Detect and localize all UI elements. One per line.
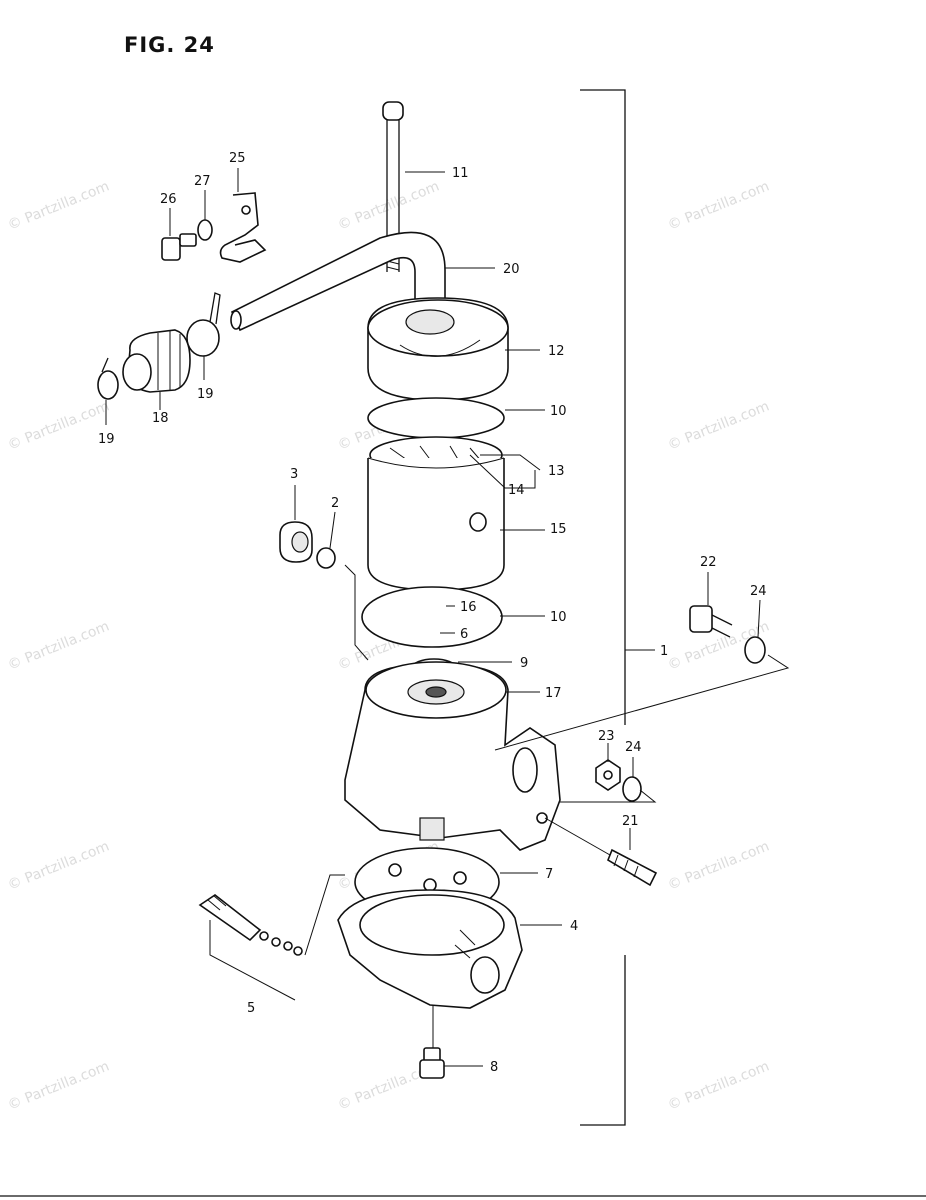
part-22-bolt: [689, 605, 733, 638]
callout-3: 3: [290, 467, 298, 482]
callout-24-upper: 24: [750, 584, 767, 599]
part-19-clamp-right: [186, 292, 221, 357]
part-17-pump-body: [344, 661, 561, 851]
part-3-plug: [279, 521, 313, 563]
callout-20: 20: [503, 262, 520, 277]
watermark: © Partzilla.com: [6, 398, 112, 453]
callout-14: 14: [508, 483, 525, 498]
part-4-pump-base: [337, 889, 523, 1009]
callout-26: 26: [160, 192, 177, 207]
callout-27: 27: [194, 174, 211, 189]
part-24-washer-upper: [744, 636, 766, 664]
callout-10-lower: 10: [550, 610, 567, 625]
watermark: © Partzilla.com: [666, 1058, 772, 1113]
callout-22: 22: [700, 555, 717, 570]
watermark: © Partzilla.com: [6, 1058, 112, 1113]
callout-23: 23: [598, 729, 615, 744]
watermark: © Partzilla.com: [6, 178, 112, 233]
part-12-top-cap: [367, 297, 509, 401]
part-23-nut: [595, 759, 621, 791]
watermark: © Partzilla.com: [6, 838, 112, 893]
part-8-plug: [419, 1047, 445, 1079]
callout-1: 1: [660, 644, 668, 659]
callout-21: 21: [622, 814, 639, 829]
callout-15: 15: [550, 522, 567, 537]
figure-title: FIG. 24: [124, 33, 215, 57]
watermark: © Partzilla.com: [666, 178, 772, 233]
callout-7: 7: [545, 867, 553, 882]
callout-4: 4: [570, 919, 578, 934]
part-21-stud: [607, 848, 658, 887]
watermark: © Partzilla.com: [666, 838, 772, 893]
part-5-valve-assembly: [198, 894, 303, 956]
part-15-motor-housing: [367, 457, 505, 591]
callout-12: 12: [548, 344, 565, 359]
part-10-o-ring-upper: [367, 397, 505, 439]
callout-18: 18: [152, 411, 169, 426]
assembly-bracket: [580, 89, 655, 1126]
callout-9: 9: [520, 656, 528, 671]
callout-24-lower: 24: [625, 740, 642, 755]
part-27-washer: [197, 219, 213, 241]
part-26-bolt: [161, 233, 197, 261]
callout-11: 11: [452, 166, 469, 181]
callout-8: 8: [490, 1060, 498, 1075]
callout-19-left: 19: [98, 432, 115, 447]
part-20-hose: [230, 231, 446, 332]
callout-labels: 1 2 3 4 5 6 7 8 9 10 10 11 12 13 14 15 1…: [98, 151, 767, 1075]
callout-10-upper: 10: [550, 404, 567, 419]
callout-6: 6: [460, 627, 468, 642]
part-18-filter: [122, 329, 191, 393]
callout-16: 16: [460, 600, 477, 615]
part-2-o-ring: [316, 547, 336, 569]
callout-13: 13: [548, 464, 565, 479]
part-10-o-ring-lower: [361, 586, 503, 648]
part-25-bracket: [219, 192, 267, 263]
callout-2: 2: [331, 496, 339, 511]
callout-25: 25: [229, 151, 246, 166]
watermark: © Partzilla.com: [666, 398, 772, 453]
part-24-washer-lower: [622, 776, 642, 802]
leader-lines: [105, 168, 790, 1067]
watermark: © Partzilla.com: [6, 618, 112, 673]
watermark: © Partzilla.com: [336, 178, 442, 233]
callout-17: 17: [545, 686, 562, 701]
callout-19-right: 19: [197, 387, 214, 402]
callout-5: 5: [247, 1001, 255, 1016]
part-19-clamp-left: [97, 357, 119, 400]
